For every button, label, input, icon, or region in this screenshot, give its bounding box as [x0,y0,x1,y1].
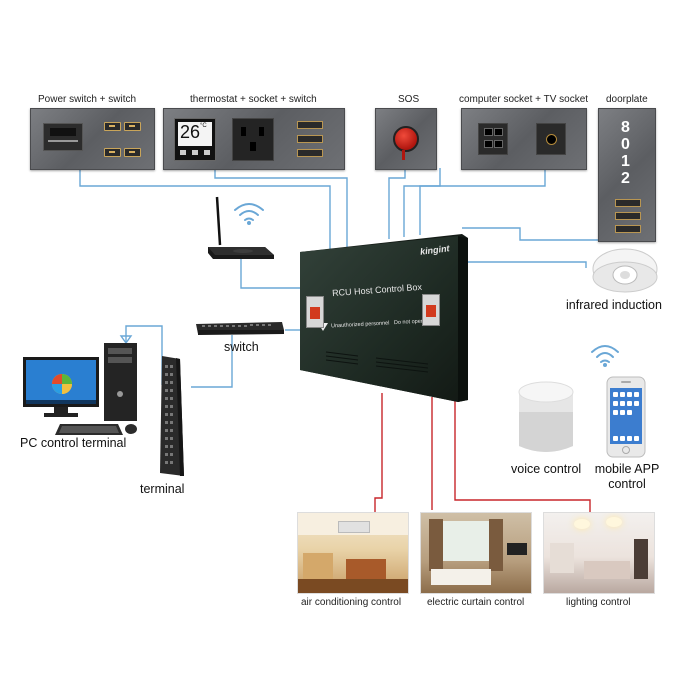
thermostat-display: 26 °C [174,118,216,161]
lighting-photo [543,512,655,594]
doorplate-label: doorplate [606,94,648,105]
power-switch-panel [30,108,155,170]
rcu-host-box-body [300,234,468,402]
sos-button-icon [393,126,419,152]
monitor-icon [23,357,99,417]
lighting-control-label: lighting control [566,597,631,608]
switch-label: switch [224,340,259,354]
pc-label: PC control terminal [20,436,127,450]
computer-panel-label: computer socket + TV socket [459,94,589,105]
curtain-control-label: electric curtain control [427,597,525,608]
smart-speaker-icon [518,381,574,452]
tv-port-icon [536,123,566,155]
electric-curtain-photo [420,512,532,594]
thermostat-panel-label: thermostat + socket + switch [190,94,317,105]
pc-tower-icon [104,343,137,421]
box-latch-right [422,294,440,326]
ac-control-label: air conditioning control [301,597,402,608]
keyboard-icon [55,424,123,435]
doorplate-digit: 2 [621,170,630,187]
wall-socket [232,118,274,161]
thermostat-socket-switch-panel: 26 °C [163,108,345,170]
terminal-label: terminal [140,482,185,496]
doorplate-digit: 8 [621,119,630,136]
wifi-icon [591,345,619,367]
doorplate-digit: 0 [621,136,630,153]
doorplate-digit: 1 [621,153,630,170]
router-icon [208,196,274,259]
card-slot-icon [43,123,83,151]
power-panel-label: Power switch + switch [38,94,137,105]
voice-control-label: voice control [511,462,582,476]
doorplate-panel: 8 0 1 2 [598,108,656,242]
rack-switch-icon [160,356,184,476]
sos-panel-label: SOS [398,94,420,105]
network-switch-icon [196,322,284,335]
smartphone-icon [606,376,646,458]
infrared-label: infrared induction [566,298,662,312]
air-conditioning-photo [297,512,409,594]
mouse-icon [125,424,137,434]
thermostat-temp: 26 [180,122,201,142]
wifi-icon [234,203,264,225]
mobile-app-label: mobile APP control [594,462,660,491]
motion-sensor-icon [592,248,658,293]
box-latch-left [306,296,324,328]
sos-panel [375,108,437,170]
thermostat-unit: °C [200,123,207,129]
computer-tv-socket-panel [461,108,587,170]
network-port-icon [478,123,508,155]
